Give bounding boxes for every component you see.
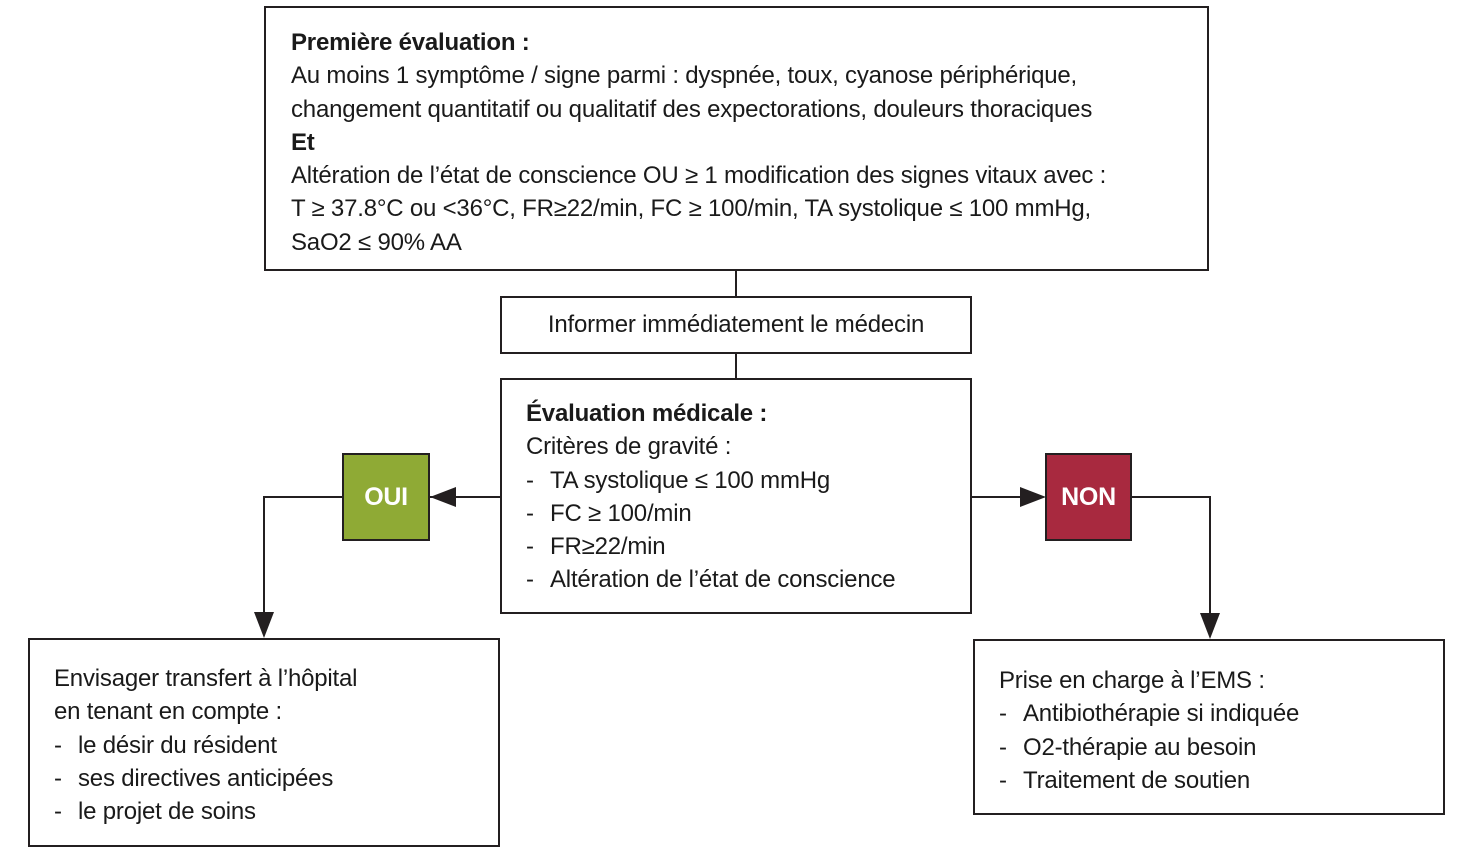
severity-criterion: -FC ≥ 100/min bbox=[526, 499, 692, 527]
transfer-item: -le projet de soins bbox=[54, 798, 256, 826]
arrow-non-to-ems bbox=[1131, 496, 1211, 613]
ems-care-item: -Antibiothérapie si indiquée bbox=[999, 700, 1300, 728]
decision-yes-label: OUI bbox=[364, 482, 408, 511]
first-evaluation-connector: Et bbox=[291, 128, 315, 156]
transfer-subtitle: en tenant en compte : bbox=[54, 698, 282, 726]
arrowhead-transfer bbox=[254, 612, 274, 638]
first-evaluation-vitals: T ≥ 37.8°C ou <36°C, FR≥22/min, FC ≥ 100… bbox=[291, 195, 1092, 223]
first-evaluation-symptoms-cont: changement quantitatif ou qualitatif des… bbox=[291, 95, 1093, 123]
first-evaluation-box: Première évaluation : Au moins 1 symptôm… bbox=[264, 6, 1209, 271]
ems-care-item: -Traitement de soutien bbox=[999, 766, 1251, 794]
ems-care-title: Prise en charge à l’EMS : bbox=[999, 667, 1265, 694]
transfer-title: Envisager transfert à l’hôpital bbox=[54, 665, 358, 692]
medical-evaluation-box: Évaluation médicale : Critères de gravit… bbox=[500, 378, 972, 614]
first-evaluation-symptoms: Au moins 1 symptôme / signe parmi : dysp… bbox=[291, 62, 1078, 90]
first-evaluation-title: Première évaluation : bbox=[291, 29, 530, 56]
first-evaluation-conscience: Altération de l’état de conscience OU ≥ … bbox=[291, 162, 1107, 190]
severity-criterion: -Altération de l’état de conscience bbox=[526, 566, 896, 594]
arrowhead-oui bbox=[430, 487, 456, 507]
severity-criterion: -TA systolique ≤ 100 mmHg bbox=[526, 466, 831, 494]
ems-care-box: Prise en charge à l’EMS : -Antibiothérap… bbox=[973, 639, 1445, 815]
inform-doctor-label: Informer immédiatement le médecin bbox=[547, 311, 925, 339]
decision-no-box: NON bbox=[1045, 453, 1132, 541]
decision-yes-box: OUI bbox=[342, 453, 430, 541]
transfer-item: -le désir du résident bbox=[54, 731, 277, 759]
severity-criterion: -FR≥22/min bbox=[526, 533, 666, 561]
hospital-transfer-box: Envisager transfert à l’hôpital en tenan… bbox=[28, 638, 500, 847]
decision-no-label: NON bbox=[1061, 482, 1116, 511]
transfer-item: -ses directives anticipées bbox=[54, 764, 334, 792]
first-evaluation-sao2: SaO2 ≤ 90% AA bbox=[291, 228, 462, 256]
ems-care-item: -O2-thérapie au besoin bbox=[999, 733, 1257, 761]
inform-doctor-box: Informer immédiatement le médecin bbox=[500, 296, 972, 354]
arrowhead-non bbox=[1020, 487, 1046, 507]
medical-evaluation-title: Évaluation médicale : bbox=[526, 400, 768, 427]
arrowhead-ems bbox=[1200, 613, 1220, 639]
arrow-oui-to-transfer bbox=[263, 496, 343, 612]
severity-criteria-label: Critères de gravité : bbox=[526, 433, 732, 461]
